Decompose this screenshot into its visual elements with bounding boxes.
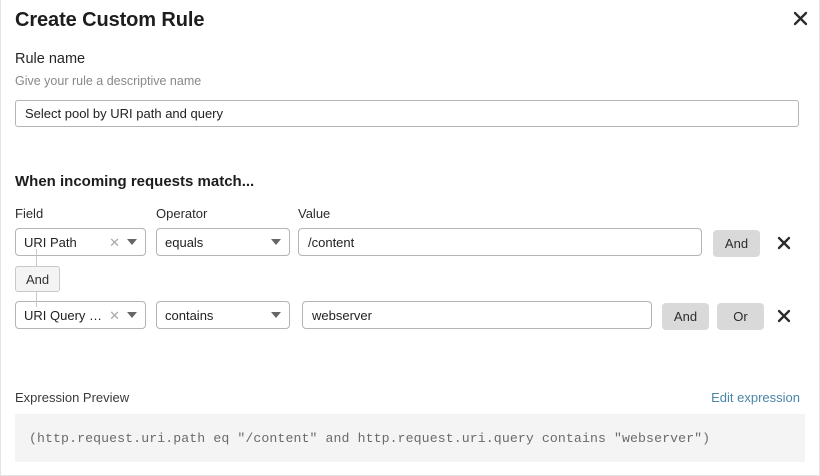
close-icon[interactable]: [788, 6, 812, 30]
group-connector-and[interactable]: And: [15, 266, 61, 292]
expression-preview-text: (http.request.uri.path eq "/content" and…: [29, 430, 711, 446]
close-icon: [777, 236, 791, 250]
operator-select-row-2-label: contains: [165, 307, 214, 323]
chevron-down-icon[interactable]: [127, 239, 137, 245]
column-header-field: Field: [15, 206, 44, 221]
rule-name-input[interactable]: [15, 100, 799, 127]
expression-preview-label: Expression Preview: [15, 390, 130, 405]
delete-condition-row-1[interactable]: [773, 232, 795, 254]
field-select-row-2-label: URI Query St...: [24, 307, 110, 323]
clear-icon[interactable]: ✕: [109, 234, 120, 250]
operator-select-row-1[interactable]: equals: [156, 228, 290, 256]
field-select-row-2[interactable]: URI Query St... ✕: [15, 301, 146, 329]
chevron-down-icon[interactable]: [271, 312, 281, 318]
rule-name-label: Rule name: [15, 51, 86, 67]
dialog-header: Create Custom Rule: [1, 0, 819, 46]
clear-icon[interactable]: ✕: [109, 307, 120, 323]
chevron-down-icon[interactable]: [127, 312, 137, 318]
add-and-condition-row-2[interactable]: And: [662, 303, 709, 330]
operator-select-row-2[interactable]: contains: [156, 301, 290, 329]
rule-name-help-text: Give your rule a descriptive name: [15, 74, 202, 88]
field-select-row-1-label: URI Path: [24, 234, 77, 250]
connector-line-bottom: [36, 292, 37, 307]
close-glyph: [793, 11, 807, 25]
column-header-operator: Operator: [156, 206, 208, 221]
conditions-heading: When incoming requests match...: [15, 173, 255, 190]
page-title: Create Custom Rule: [15, 9, 205, 31]
chevron-down-icon[interactable]: [271, 239, 281, 245]
value-input-row-1[interactable]: [298, 228, 702, 256]
close-icon: [777, 309, 791, 323]
add-or-condition-row-2[interactable]: Or: [717, 303, 764, 330]
delete-condition-row-2[interactable]: [773, 305, 795, 327]
connector-line-top: [36, 249, 37, 266]
edit-expression-link[interactable]: Edit expression: [711, 390, 800, 405]
add-and-condition-row-1[interactable]: And: [713, 230, 760, 257]
value-input-row-2[interactable]: [302, 301, 652, 329]
column-header-value: Value: [298, 206, 331, 221]
operator-select-row-1-label: equals: [165, 234, 204, 250]
field-select-row-1[interactable]: URI Path ✕: [15, 228, 146, 256]
expression-preview-box: (http.request.uri.path eq "/content" and…: [15, 414, 805, 462]
